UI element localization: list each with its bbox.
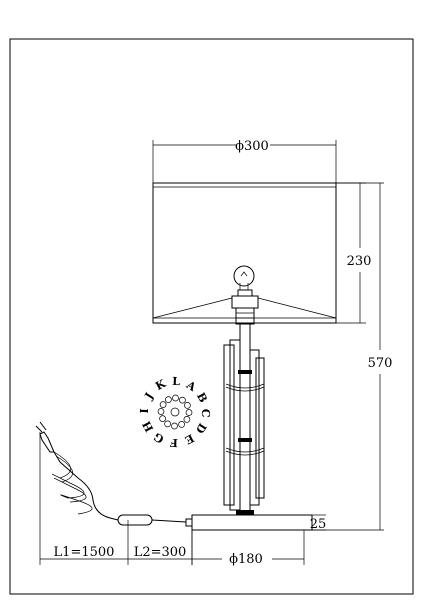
dial-hole	[165, 396, 172, 403]
dial-hole	[184, 402, 191, 409]
dial-hole	[171, 422, 178, 430]
dial-letter: D	[193, 421, 209, 436]
dial-hole	[185, 409, 193, 416]
socket	[231, 289, 259, 325]
dial-hole	[179, 396, 186, 404]
dial-letter: I	[138, 408, 151, 414]
dial-letter: G	[151, 430, 166, 446]
dial-center	[170, 407, 180, 417]
dial-hole	[159, 415, 166, 422]
lamp-base	[185, 510, 313, 531]
crystal-panels	[223, 339, 265, 511]
dial-hole	[164, 420, 171, 428]
dial-letter: F	[170, 436, 178, 449]
power-cable	[35, 421, 187, 526]
dial-hole	[183, 416, 191, 423]
dial-letter: A	[183, 378, 198, 394]
base-diameter-label: ϕ180	[229, 552, 263, 567]
base-height-label: 25	[310, 517, 327, 532]
bulb	[233, 265, 255, 291]
dial-hole	[178, 421, 185, 428]
dial-hole	[172, 394, 179, 402]
base-diameter-dimension: ϕ180	[191, 530, 305, 567]
shade-height-label: 230	[347, 254, 372, 269]
shade-height-dimension: 230	[336, 182, 372, 324]
total-height-label: 570	[368, 356, 393, 371]
cable-l1-label: L1=1500	[54, 545, 115, 560]
cable-l2-label: L2=300	[134, 545, 187, 560]
base-height-dimension: 25	[310, 514, 327, 532]
dial-letter: C	[199, 408, 212, 417]
dial-letter: H	[140, 419, 156, 434]
drawing-frame	[9, 38, 414, 595]
dial-letter: E	[183, 431, 197, 446]
dial-letter: B	[194, 390, 210, 404]
shade-diameter-dimension: ϕ300	[152, 139, 337, 183]
dial-hole	[159, 401, 167, 408]
dial-letter: L	[172, 375, 180, 388]
dial-letter: J	[142, 390, 156, 402]
dial-letter: K	[153, 377, 168, 393]
total-height-dimension: 570	[312, 182, 393, 531]
inline-switch	[117, 514, 153, 526]
lamp-shade	[152, 182, 337, 324]
dial-hole	[157, 408, 165, 415]
shade-diameter-label: ϕ300	[235, 139, 269, 154]
cable-length-dimensions: L1=1500 L2=300	[39, 432, 193, 565]
